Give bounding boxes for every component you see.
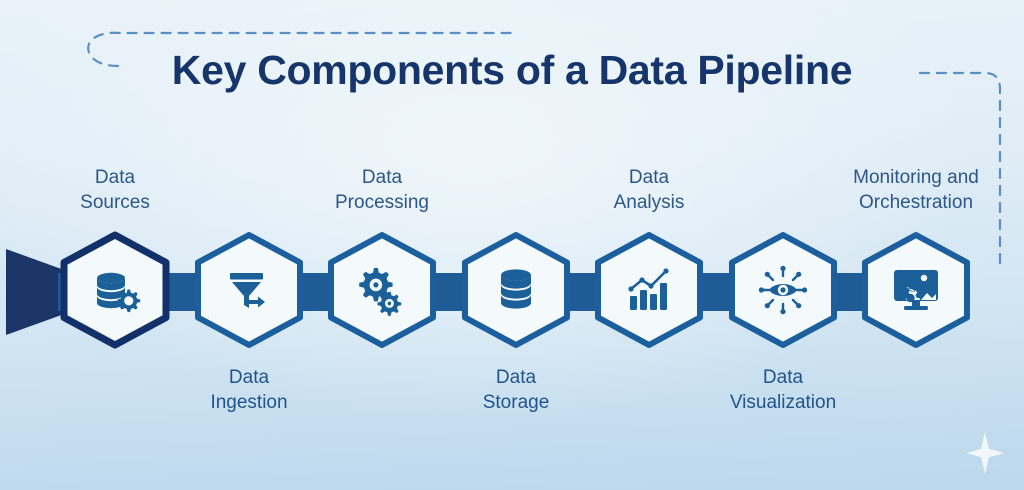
label-line-1: Data <box>228 367 270 388</box>
node-label-monitoring-and-orchestration: Monitoring and Orchestration <box>791 165 1024 215</box>
label-line-1: Data <box>361 167 403 188</box>
node-label-data-visualization: Data Visualization <box>678 365 888 415</box>
pipeline-node-monitoring-and-orchestration[interactable]: Monitoring and Orchestration <box>853 167 979 351</box>
funnel-arrow-icon <box>188 229 310 351</box>
node-label-data-processing: Data Processing <box>277 165 487 215</box>
node-label-data-analysis: Data Analysis <box>544 165 754 215</box>
hexagon-shape <box>54 229 176 351</box>
label-line-1: Data <box>628 167 670 188</box>
pipeline-node-data-analysis[interactable]: Data Analysis <box>588 167 710 351</box>
label-line-1: Data <box>495 367 537 388</box>
monitor-gear-icon <box>855 229 977 351</box>
pipeline-node-data-storage[interactable]: Data Storage <box>455 229 577 413</box>
page-title: Key Components of a Data Pipeline <box>171 47 853 93</box>
database-icon <box>455 229 577 351</box>
database-gear-icon <box>54 229 176 351</box>
node-label-data-ingestion: Data Ingestion <box>144 365 354 415</box>
hexagon-shape <box>455 229 577 351</box>
label-line-1: Data <box>762 367 804 388</box>
label-line-1: Monitoring and <box>853 167 979 188</box>
label-line-2: Ingestion <box>210 392 288 413</box>
bar-chart-trend-icon <box>588 229 710 351</box>
hexagon-shape <box>588 229 710 351</box>
pipeline-node-data-ingestion[interactable]: Data Ingestion <box>188 229 310 413</box>
label-line-2: Visualization <box>729 392 837 413</box>
label-line-2: Processing <box>335 192 429 213</box>
node-label-data-sources: Data Sources <box>10 165 220 215</box>
gears-icon <box>321 229 443 351</box>
label-line-2: Orchestration <box>858 192 974 213</box>
node-label-data-storage: Data Storage <box>411 365 621 415</box>
label-line-2: Sources <box>80 192 150 213</box>
label-line-2: Analysis <box>613 192 685 213</box>
eye-insight-icon <box>722 229 844 351</box>
pipeline-node-data-visualization[interactable]: Data Visualization <box>722 229 844 413</box>
label-line-1: Data <box>94 167 136 188</box>
pipeline-node-data-sources[interactable]: Data Sources <box>54 167 176 351</box>
label-line-2: Storage <box>482 392 550 413</box>
pipeline-node-data-processing[interactable]: Data Processing <box>321 167 443 351</box>
